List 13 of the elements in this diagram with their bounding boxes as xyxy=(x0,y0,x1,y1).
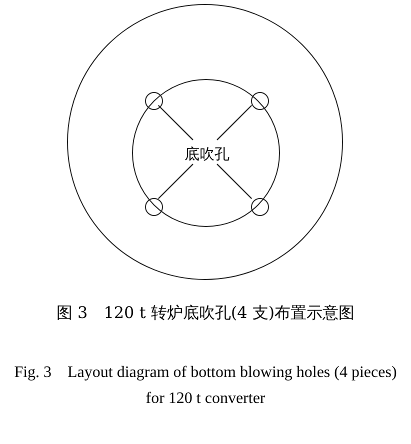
leader-line xyxy=(216,164,252,200)
blowing-hole xyxy=(145,198,163,216)
figure-caption: Fig. 3 Layout diagram of bottom blowing holes (4 pieces) for 120 t converter xyxy=(13,363,398,409)
blowing-hole xyxy=(145,92,163,110)
converter-bottom-outline xyxy=(67,4,343,280)
leader-line xyxy=(158,104,194,140)
figure-caption: 图 3 120 t 转炉底吹孔(4 支)布置示意图 xyxy=(55,302,356,324)
blowing-hole xyxy=(251,92,269,110)
hole-circle-outline xyxy=(132,79,280,227)
leader-line xyxy=(158,164,194,200)
hole-label: 底吹孔 xyxy=(177,143,237,165)
leader-line xyxy=(216,104,252,140)
blowing-hole xyxy=(251,198,269,216)
